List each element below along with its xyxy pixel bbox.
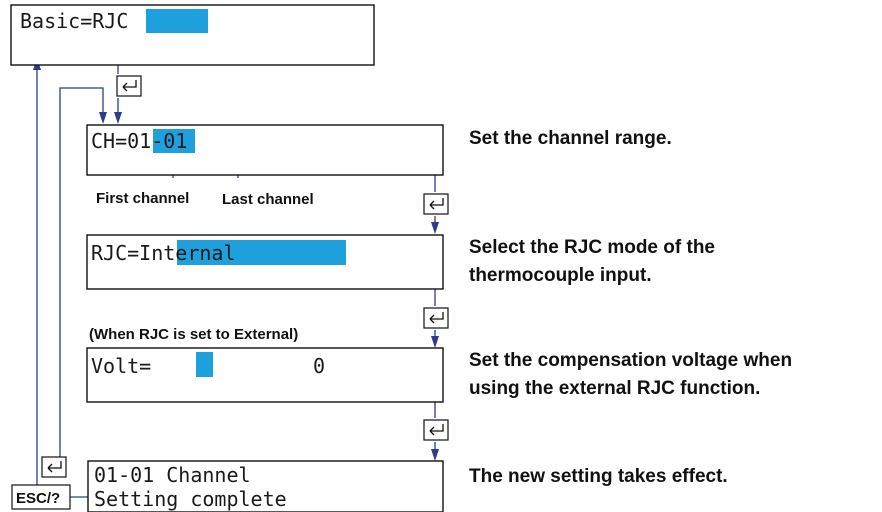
esc-key[interactable]: ESC/? xyxy=(11,484,71,510)
enter-key-icon[interactable] xyxy=(423,419,449,441)
basic-screen: Basic=RJC xyxy=(10,4,375,66)
first-channel-label: First channel xyxy=(96,190,189,207)
esc-key-label: ESC/? xyxy=(16,490,60,507)
rjc-screen: RJC=Internal xyxy=(86,234,444,290)
channel-screen-text: CH=01-01 xyxy=(91,129,187,153)
channel-screen: CH=01-01 xyxy=(86,124,444,176)
desc-rjc-line-1: Select the RJC mode of the xyxy=(469,237,715,258)
enter-key-icon[interactable] xyxy=(116,75,142,97)
when-external-label: (When RJC is set to External) xyxy=(89,326,298,343)
volt-screen: Volt= 0 xyxy=(86,347,444,403)
volt-value: 0 xyxy=(313,354,325,378)
complete-screen: 01-01 Channel Setting complete xyxy=(87,460,444,512)
enter-key-icon[interactable] xyxy=(41,456,67,478)
desc-volt-line-2: using the external RJC function. xyxy=(469,378,760,399)
rjc-screen-text: RJC=Internal xyxy=(91,241,236,265)
desc-channel: Set the channel range. xyxy=(469,128,672,149)
desc-rjc-line-2: thermocouple input. xyxy=(469,265,652,286)
basic-screen-text: Basic=RJC xyxy=(20,9,128,33)
enter-key-icon[interactable] xyxy=(423,193,449,215)
last-channel-label: Last channel xyxy=(222,191,314,208)
complete-line-1: 01-01 Channel xyxy=(94,463,251,487)
volt-prefix: Volt= xyxy=(91,354,151,378)
enter-key-icon[interactable] xyxy=(423,307,449,329)
desc-complete: The new setting takes effect. xyxy=(469,466,728,487)
complete-line-2: Setting complete xyxy=(94,487,287,511)
desc-volt-line-1: Set the compensation voltage when xyxy=(469,350,792,371)
